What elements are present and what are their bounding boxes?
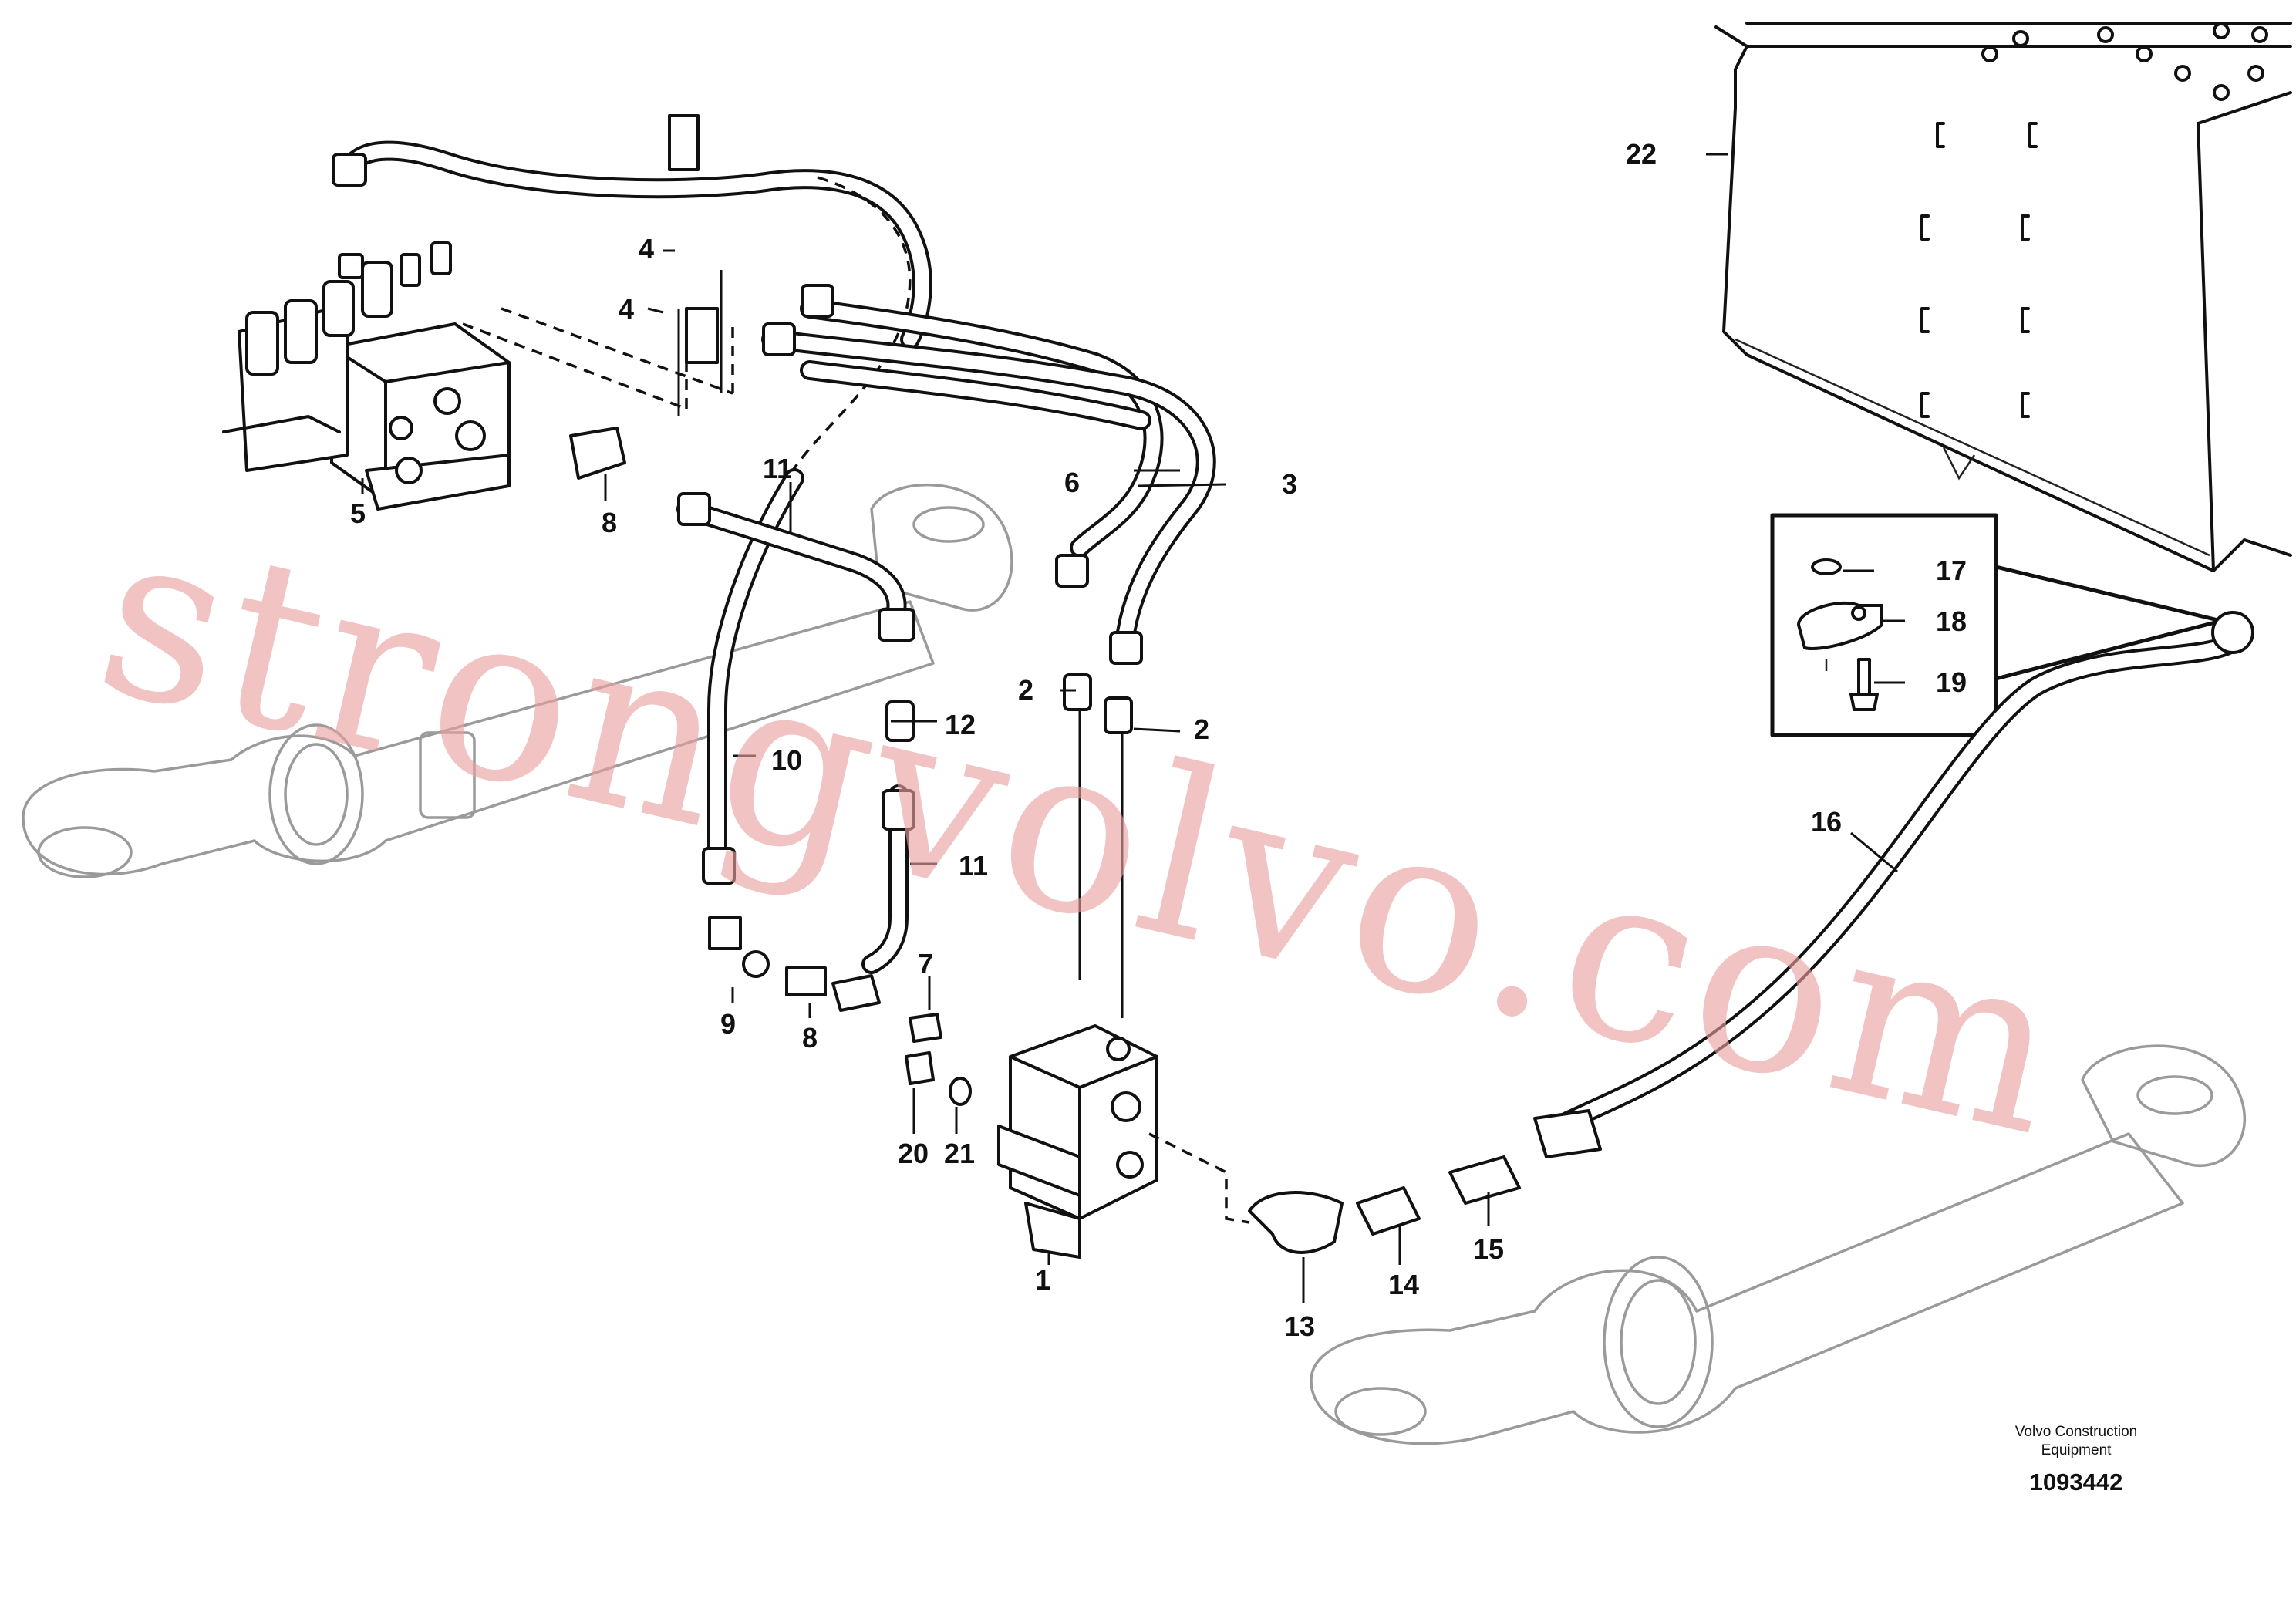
callout-8a: 8: [602, 507, 617, 538]
callout-5: 5: [350, 497, 366, 529]
callout-20: 20: [898, 1138, 929, 1169]
callout-2a: 2: [1018, 674, 1033, 706]
right-lift-cylinder: [1310, 1044, 2246, 1445]
callout-11a: 11: [763, 453, 792, 484]
callout-11b: 11: [959, 850, 988, 882]
fittings: [332, 114, 2254, 1254]
detail-inset: [1770, 513, 2224, 737]
callouts: 1 2 2 3 4 4 5 6 7 8 8 9 10 11 11 12 13 1…: [350, 138, 1967, 1342]
hydraulic-tank: [1714, 22, 2292, 572]
callout-21: 21: [944, 1138, 975, 1169]
callout-3: 3: [1282, 468, 1297, 500]
main-valve: [997, 1024, 1250, 1259]
control-valve-block: [222, 241, 734, 511]
callout-10: 10: [771, 744, 802, 776]
hoses: [341, 140, 2247, 1136]
tank-slots: [1920, 122, 2038, 418]
callout-22: 22: [1626, 138, 1657, 170]
tank-bolts: [1981, 22, 2268, 101]
callout-4b: 4: [619, 293, 634, 325]
callout-18: 18: [1936, 605, 1967, 637]
callout-17: 17: [1936, 555, 1967, 586]
callout-4a: 4: [639, 233, 654, 265]
drawing-number: 1093442: [2030, 1469, 2123, 1496]
leader-lines: [361, 153, 1905, 1303]
callout-6: 6: [1064, 467, 1080, 498]
brand-line-2: Equipment: [2041, 1442, 2112, 1458]
callout-13: 13: [1284, 1310, 1315, 1342]
left-lift-cylinder: [22, 484, 1013, 878]
callout-1: 1: [1035, 1264, 1050, 1296]
callout-7: 7: [918, 948, 933, 980]
callout-16: 16: [1811, 806, 1842, 838]
callout-12: 12: [945, 709, 976, 740]
callout-9: 9: [720, 1008, 736, 1040]
drawing-footer: Volvo Construction Equipment 1093442: [2015, 1424, 2137, 1496]
callout-19: 19: [1936, 666, 1967, 698]
callout-8b: 8: [802, 1022, 818, 1054]
callout-14: 14: [1388, 1269, 1419, 1300]
brand-line-1: Volvo Construction: [2015, 1424, 2137, 1440]
callout-15: 15: [1473, 1233, 1504, 1265]
callout-2b: 2: [1194, 713, 1209, 745]
